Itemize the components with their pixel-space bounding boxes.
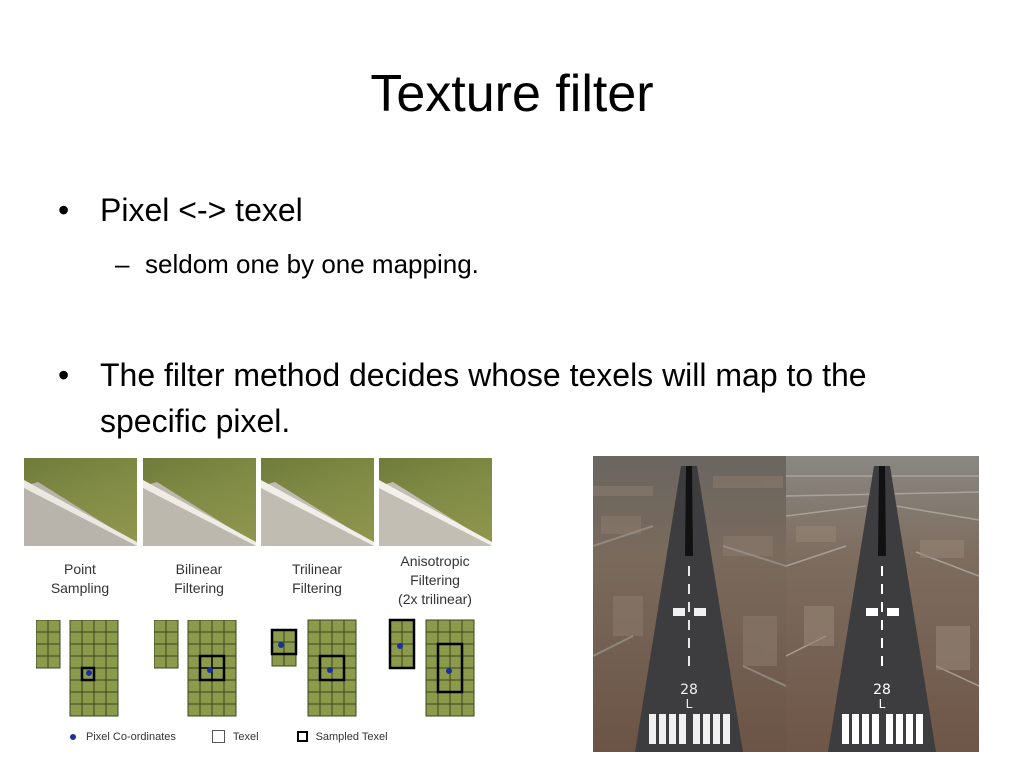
label-line: (2x trilinear) xyxy=(398,591,472,607)
texel-box-icon xyxy=(211,730,225,743)
bullet-text: seldom one by one mapping. xyxy=(145,249,479,279)
filtering-diagram: Point Sampling Bilinear Filtering Trilin… xyxy=(20,456,498,756)
runway-comparison-image: 28 L xyxy=(593,456,979,752)
label-line: Trilinear xyxy=(291,561,343,577)
bullet-text: Pixel <-> texel xyxy=(100,192,303,228)
sub-bullet-1: – seldom one by one mapping. xyxy=(115,248,479,280)
bullet-mark: – xyxy=(115,249,130,279)
anisotropic-grids xyxy=(388,616,498,720)
label-line: Bilinear xyxy=(175,561,223,577)
runway-marking-side-right: L xyxy=(879,697,886,711)
bullet-2: • The filter method decides whose texels… xyxy=(58,352,940,444)
trilinear-grids xyxy=(270,616,380,720)
bilinear-grids xyxy=(154,620,264,720)
bullet-text: The filter method decides whose texels w… xyxy=(100,357,867,439)
trilinear-label: Trilinear Filtering xyxy=(257,560,377,598)
sampled-texel-icon xyxy=(296,731,308,742)
bullet-mark: • xyxy=(58,192,70,228)
label-line: Point xyxy=(64,561,96,577)
point-sampling-grids xyxy=(36,620,146,720)
runway-marking-side-left: L xyxy=(686,697,693,711)
legend-texel-label: Texel xyxy=(232,730,259,743)
diagram-legend: Pixel Co-ordinates Texel Sampled Texel xyxy=(70,730,388,743)
point-sampling-label: Point Sampling xyxy=(20,560,140,598)
label-line: Filtering xyxy=(174,580,224,596)
runway-marking-left: 28 xyxy=(680,682,698,698)
label-line: Filtering xyxy=(410,572,460,588)
runway-image-left: 28 L xyxy=(593,456,786,752)
bilinear-label: Bilinear Filtering xyxy=(139,560,259,598)
trilinear-thumbnail xyxy=(261,458,374,546)
runway-image-right: 28 L xyxy=(786,456,979,752)
runway-marking-right: 28 xyxy=(873,682,891,698)
slide-title: Texture filter xyxy=(370,65,654,123)
label-line: Anisotropic xyxy=(400,553,470,569)
anisotropic-label: Anisotropic Filtering (2x trilinear) xyxy=(375,552,495,609)
bullet-mark: • xyxy=(58,357,70,393)
bilinear-thumbnail xyxy=(143,458,256,546)
label-line: Sampling xyxy=(50,580,110,596)
legend-sampled-label: Sampled Texel xyxy=(315,730,388,743)
anisotropic-thumbnail xyxy=(379,458,492,546)
pixel-dot-icon xyxy=(70,733,76,740)
point-sampling-thumbnail xyxy=(24,458,137,546)
bullet-1: • Pixel <-> texel xyxy=(58,190,303,230)
legend-pixel-label: Pixel Co-ordinates xyxy=(86,730,176,743)
label-line: Filtering xyxy=(292,580,342,596)
